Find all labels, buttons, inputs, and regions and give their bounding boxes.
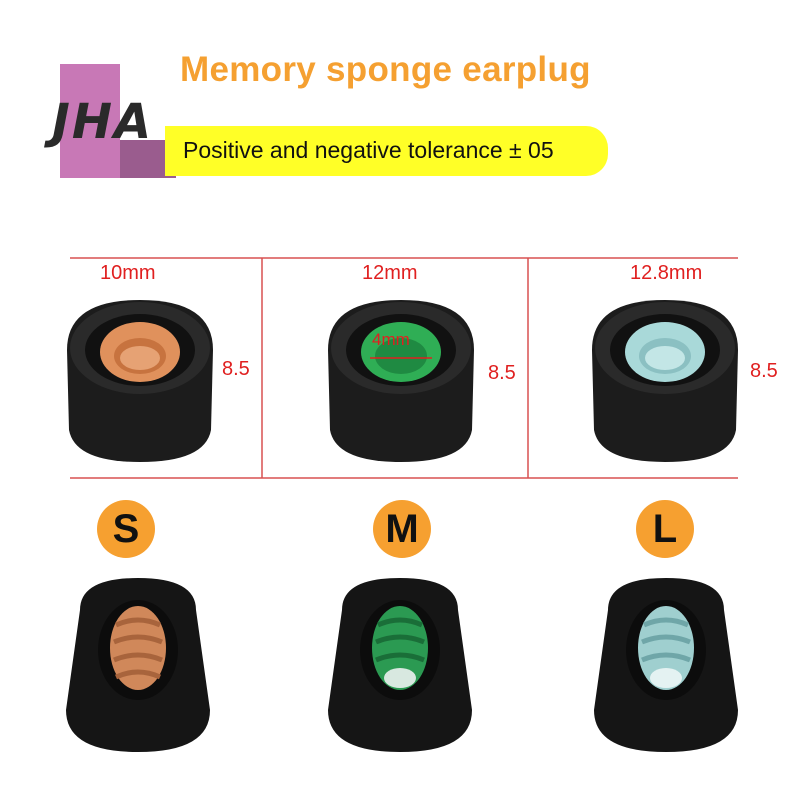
tolerance-text: Positive and negative tolerance ± 05 xyxy=(183,137,554,163)
size-badge-s: S xyxy=(97,500,155,558)
size-badge-l: L xyxy=(636,500,694,558)
earplug-bottom-l xyxy=(594,578,738,752)
size-badge-m: M xyxy=(373,500,431,558)
width-label-l: 12.8mm xyxy=(630,262,703,284)
earplug-top-m xyxy=(328,300,474,462)
height-label-l: 8.5 xyxy=(750,360,778,382)
logo-square-light xyxy=(60,64,120,178)
inner-diameter-label: 4mm xyxy=(372,330,410,349)
product-title: Memory sponge earplug xyxy=(180,50,591,89)
earplug-bottom-s xyxy=(66,578,210,752)
height-label-m: 8.5 xyxy=(488,362,516,384)
earplug-top-s xyxy=(67,300,213,462)
height-label-s: 8.5 xyxy=(222,358,250,380)
logo-text: JHA xyxy=(52,94,154,150)
width-label-m: 12mm xyxy=(362,262,418,284)
tolerance-banner: Positive and negative tolerance ± 05 xyxy=(165,126,608,176)
earplug-top-l xyxy=(592,300,738,462)
earplug-bottom-m xyxy=(328,578,472,752)
width-label-s: 10mm xyxy=(100,262,156,284)
